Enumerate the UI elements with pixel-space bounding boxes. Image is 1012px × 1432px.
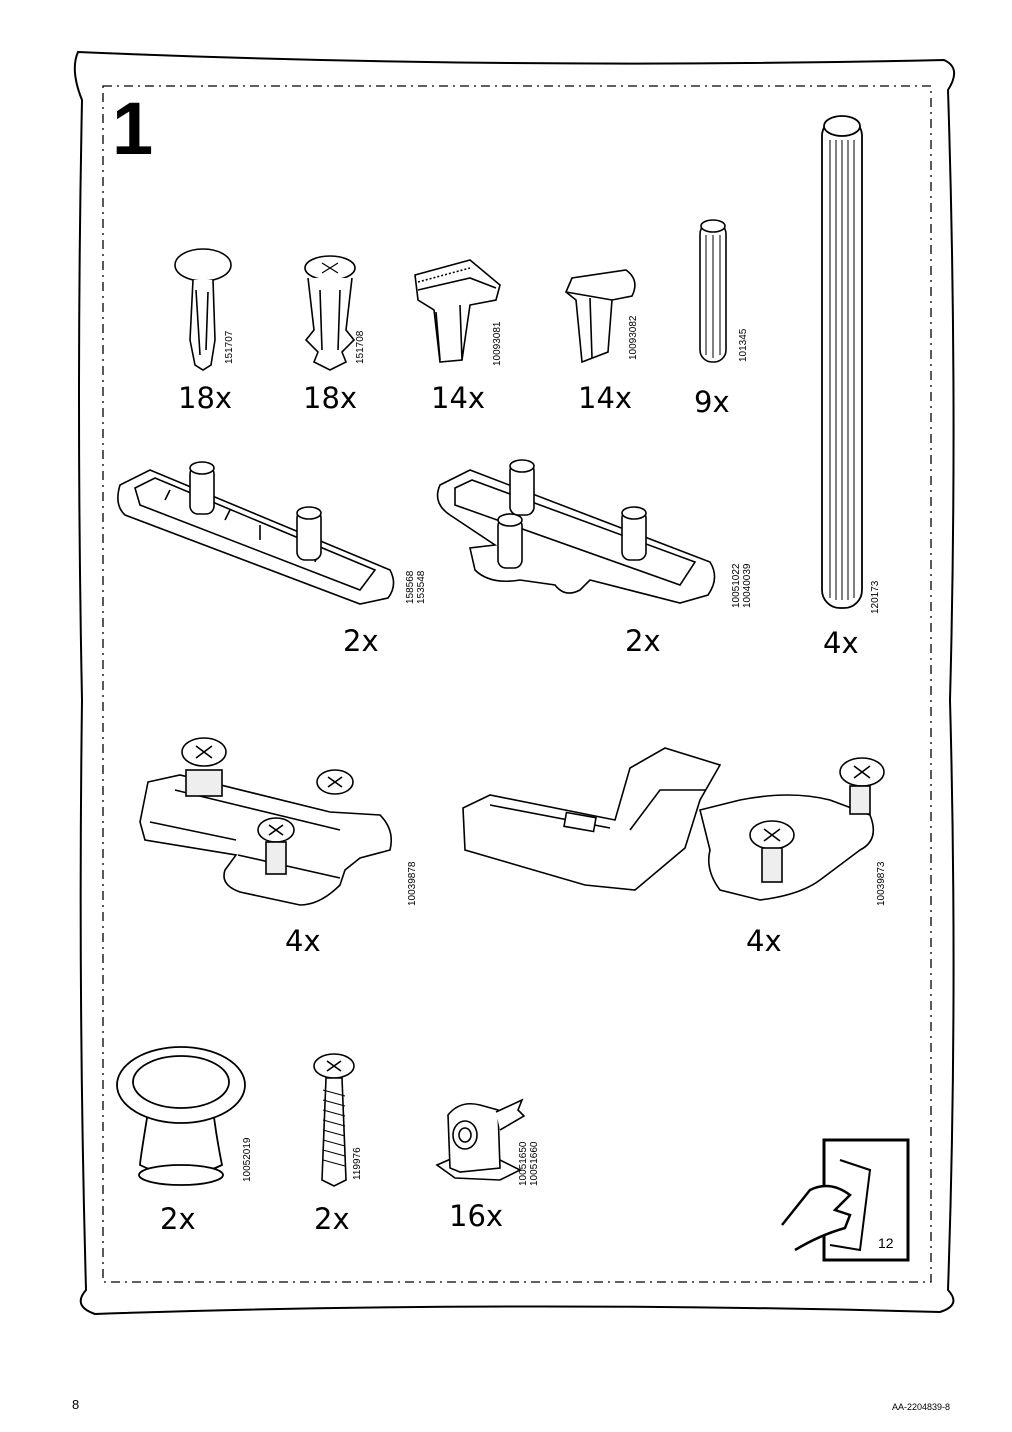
quantity-label: 9x	[694, 385, 730, 419]
part-code: 10039873	[876, 861, 887, 907]
part-illustration-151707	[174, 248, 232, 371]
part-illustration-10051022	[436, 459, 716, 604]
quantity-label: 14x	[578, 381, 633, 415]
quantity-label: 18x	[178, 381, 233, 415]
part-illustration-119976	[313, 1053, 355, 1187]
part-code: 10093081	[492, 321, 503, 367]
part-illustration-10052019	[116, 1046, 246, 1186]
part-code: 10039878	[407, 861, 418, 907]
quantity-label: 2x	[314, 1202, 350, 1236]
part-illustration-158568	[117, 461, 395, 605]
part-code: 10093082	[628, 315, 639, 361]
part-code: 151708	[355, 330, 366, 364]
part-code: 10052019	[242, 1137, 253, 1183]
quantity-label: 2x	[343, 624, 379, 658]
part-code: 10051650 10051660	[518, 1141, 540, 1187]
part-code: 119976	[352, 1147, 363, 1180]
document-id: AA-2204839-8	[891, 1402, 950, 1412]
quantity-label: 2x	[160, 1202, 196, 1236]
quantity-label: 4x	[823, 626, 859, 660]
page-number: 8	[72, 1397, 80, 1412]
quantity-label: 2x	[625, 624, 661, 658]
part-code: 120173	[870, 580, 881, 614]
part-code: 158568 153548	[405, 570, 427, 604]
quantity-label: 4x	[285, 924, 321, 958]
inner-dashed-frame	[102, 85, 932, 1283]
part-illustration-151708	[304, 255, 356, 371]
part-illustration-10093082	[565, 269, 636, 364]
part-code: 10051022 10040039	[731, 563, 753, 609]
step-number: 1	[112, 87, 153, 170]
part-illustration-10051650	[435, 1098, 526, 1181]
next-page-number: 12	[878, 1235, 894, 1251]
quantity-label: 14x	[431, 381, 486, 415]
part-illustration-101345	[699, 219, 727, 363]
outer-frame	[73, 50, 955, 1316]
part-code: 101345	[738, 328, 749, 362]
part-illustration-10093081	[414, 259, 501, 363]
part-illustration-10039878	[139, 737, 393, 906]
quantity-label: 4x	[746, 924, 782, 958]
page-turn-icon	[781, 1138, 910, 1262]
part-illustration-10039873	[462, 747, 885, 901]
part-code: 151707	[224, 330, 235, 364]
part-illustration-120173	[821, 115, 863, 609]
quantity-label: 16x	[449, 1199, 504, 1233]
quantity-label: 18x	[303, 381, 358, 415]
